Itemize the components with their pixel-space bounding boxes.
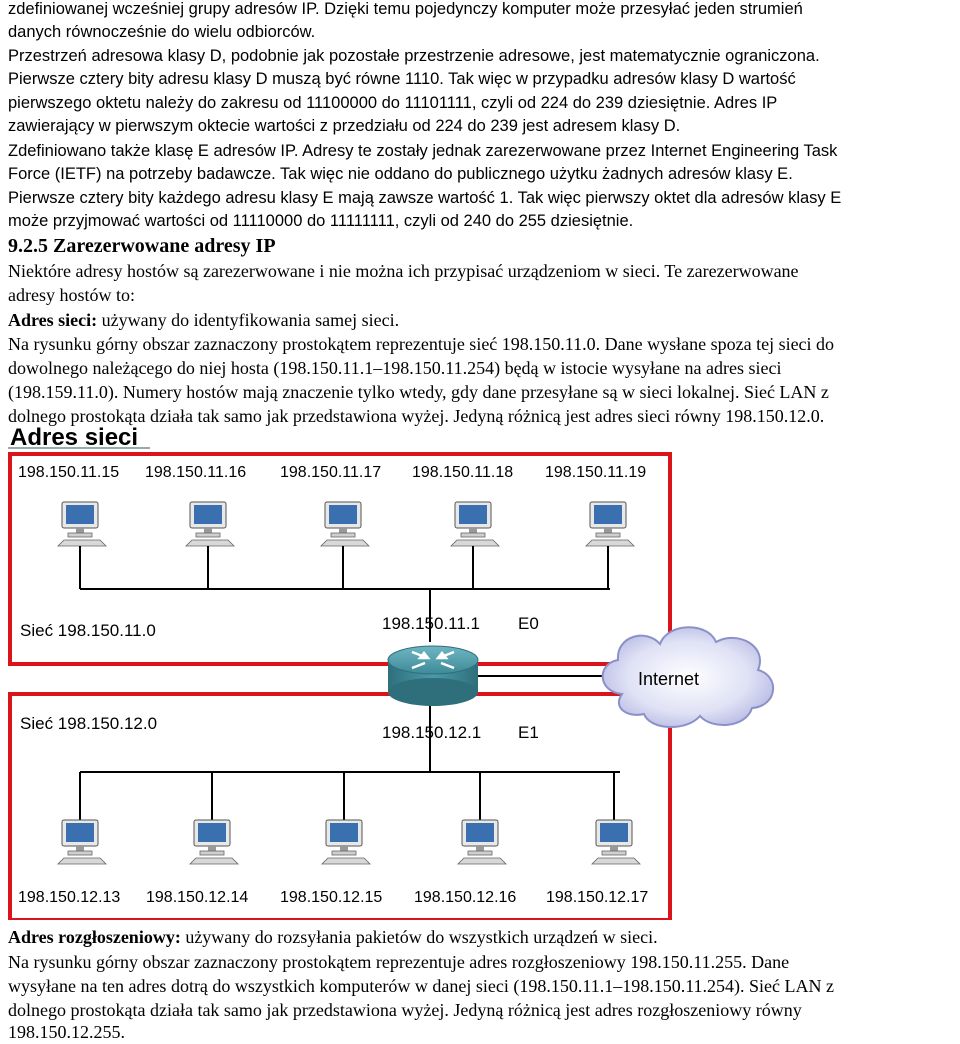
host-ip-label: 198.150.12.16 [414, 889, 516, 906]
paragraph-line: zdefiniowanej wcześniej grupy adresów IP… [8, 0, 803, 18]
internet-label: Internet [638, 669, 699, 689]
host-ip-label: 198.150.11.17 [280, 464, 381, 481]
diagram-title: Adres sieci [10, 424, 138, 451]
paragraph-line: 198.150.12.255. [8, 1022, 125, 1042]
paragraph-line: Zdefiniowano także klasę E adresów IP. A… [8, 142, 838, 160]
paragraph-line: dowolnego należącego do niej hosta (198.… [8, 358, 782, 378]
host-ip-label: 198.150.11.15 [18, 464, 119, 481]
definition-text: używany do identyfikowania samej sieci. [97, 310, 400, 330]
computer-icon [185, 501, 235, 547]
host-ip-label: 198.150.12.14 [146, 889, 248, 906]
paragraph-line: Pierwsze cztery bity każdego adresu klas… [8, 189, 842, 207]
host-ip-label: 198.150.12.15 [280, 889, 382, 906]
host-ip-label: 198.150.11.19 [545, 464, 646, 481]
router-icon [387, 645, 479, 706]
network-diagram: Adres sieci 198.150.11.15 198.150.11.16 … [0, 424, 960, 920]
top-network-label: Sieć 198.150.11.0 [20, 621, 156, 640]
definition-term: Adres rozgłoszeniowy: [8, 927, 181, 947]
paragraph-line: wysyłane na ten adres dotrą do wszystkic… [8, 976, 834, 996]
paragraph-line: dolnego prostokąta działa tak samo jak p… [8, 1000, 802, 1020]
paragraph-line: może przyjmować wartości od 11110000 do … [8, 212, 634, 230]
computer-icon [189, 819, 239, 865]
definition-line: Adres rozgłoszeniowy: używany do rozsyła… [8, 925, 658, 949]
paragraph-line: Force (IETF) na potrzeby badawcze. Tak w… [8, 165, 793, 183]
paragraph-line: Pierwsze cztery bity adresu klasy D musz… [8, 70, 796, 88]
computer-icon [57, 819, 107, 865]
paragraph-line: Niektóre adresy hostów są zarezerwowane … [8, 261, 799, 281]
host-ip-label: 198.150.12.13 [18, 889, 120, 906]
computer-icon [585, 501, 635, 547]
bottom-network-highlight [8, 692, 672, 920]
paragraph-line: danych równocześnie do wielu odbiorców. [8, 23, 316, 41]
paragraph-line: Na rysunku górny obszar zaznaczony prost… [8, 334, 835, 354]
host-ip-label: 198.150.11.16 [145, 464, 246, 481]
router-e0-ip: 198.150.11.1 [382, 614, 480, 633]
section-heading: 9.2.5 Zarezerwowane adresy IP [8, 235, 276, 257]
definition-term: Adres sieci: [8, 310, 98, 330]
definition-text: używany do rozsyłania pakietów do wszyst… [180, 927, 658, 947]
computer-icon [321, 819, 371, 865]
paragraph-line: adresy hostów to: [8, 285, 135, 305]
computer-icon [320, 501, 370, 547]
paragraph-line: Przestrzeń adresowa klasy D, podobnie ja… [8, 47, 820, 65]
computer-icon [57, 501, 107, 547]
bottom-network-label: Sieć 198.150.12.0 [20, 714, 157, 733]
computer-icon [450, 501, 500, 547]
paragraph-line: dolnego prostokąta działa tak samo jak p… [8, 406, 825, 426]
internet-cloud-icon [601, 626, 775, 729]
router-e0-interface: E0 [518, 614, 539, 633]
paragraph-line: pierwszego oktetu należy do zakresu od 1… [8, 94, 778, 112]
paragraph-line: zawierający w pierwszym oktecie wartości… [8, 117, 681, 135]
computer-icon [591, 819, 641, 865]
host-ip-label: 198.150.11.18 [412, 464, 513, 481]
host-ip-label: 198.150.12.17 [546, 889, 648, 906]
router-e1-ip: 198.150.12.1 [382, 723, 481, 742]
network-diagram-svg: Adres sieci 198.150.11.15 198.150.11.16 … [8, 424, 775, 920]
paragraph-line: Na rysunku górny obszar zaznaczony prost… [8, 952, 790, 972]
paragraph-line: (198.159.11.0). Numery hostów mają znacz… [8, 382, 829, 402]
computer-icon [457, 819, 507, 865]
router-e1-interface: E1 [518, 723, 539, 742]
definition-line: Adres sieci: używany do identyfikowania … [8, 308, 399, 332]
top-network-highlight [8, 452, 672, 666]
